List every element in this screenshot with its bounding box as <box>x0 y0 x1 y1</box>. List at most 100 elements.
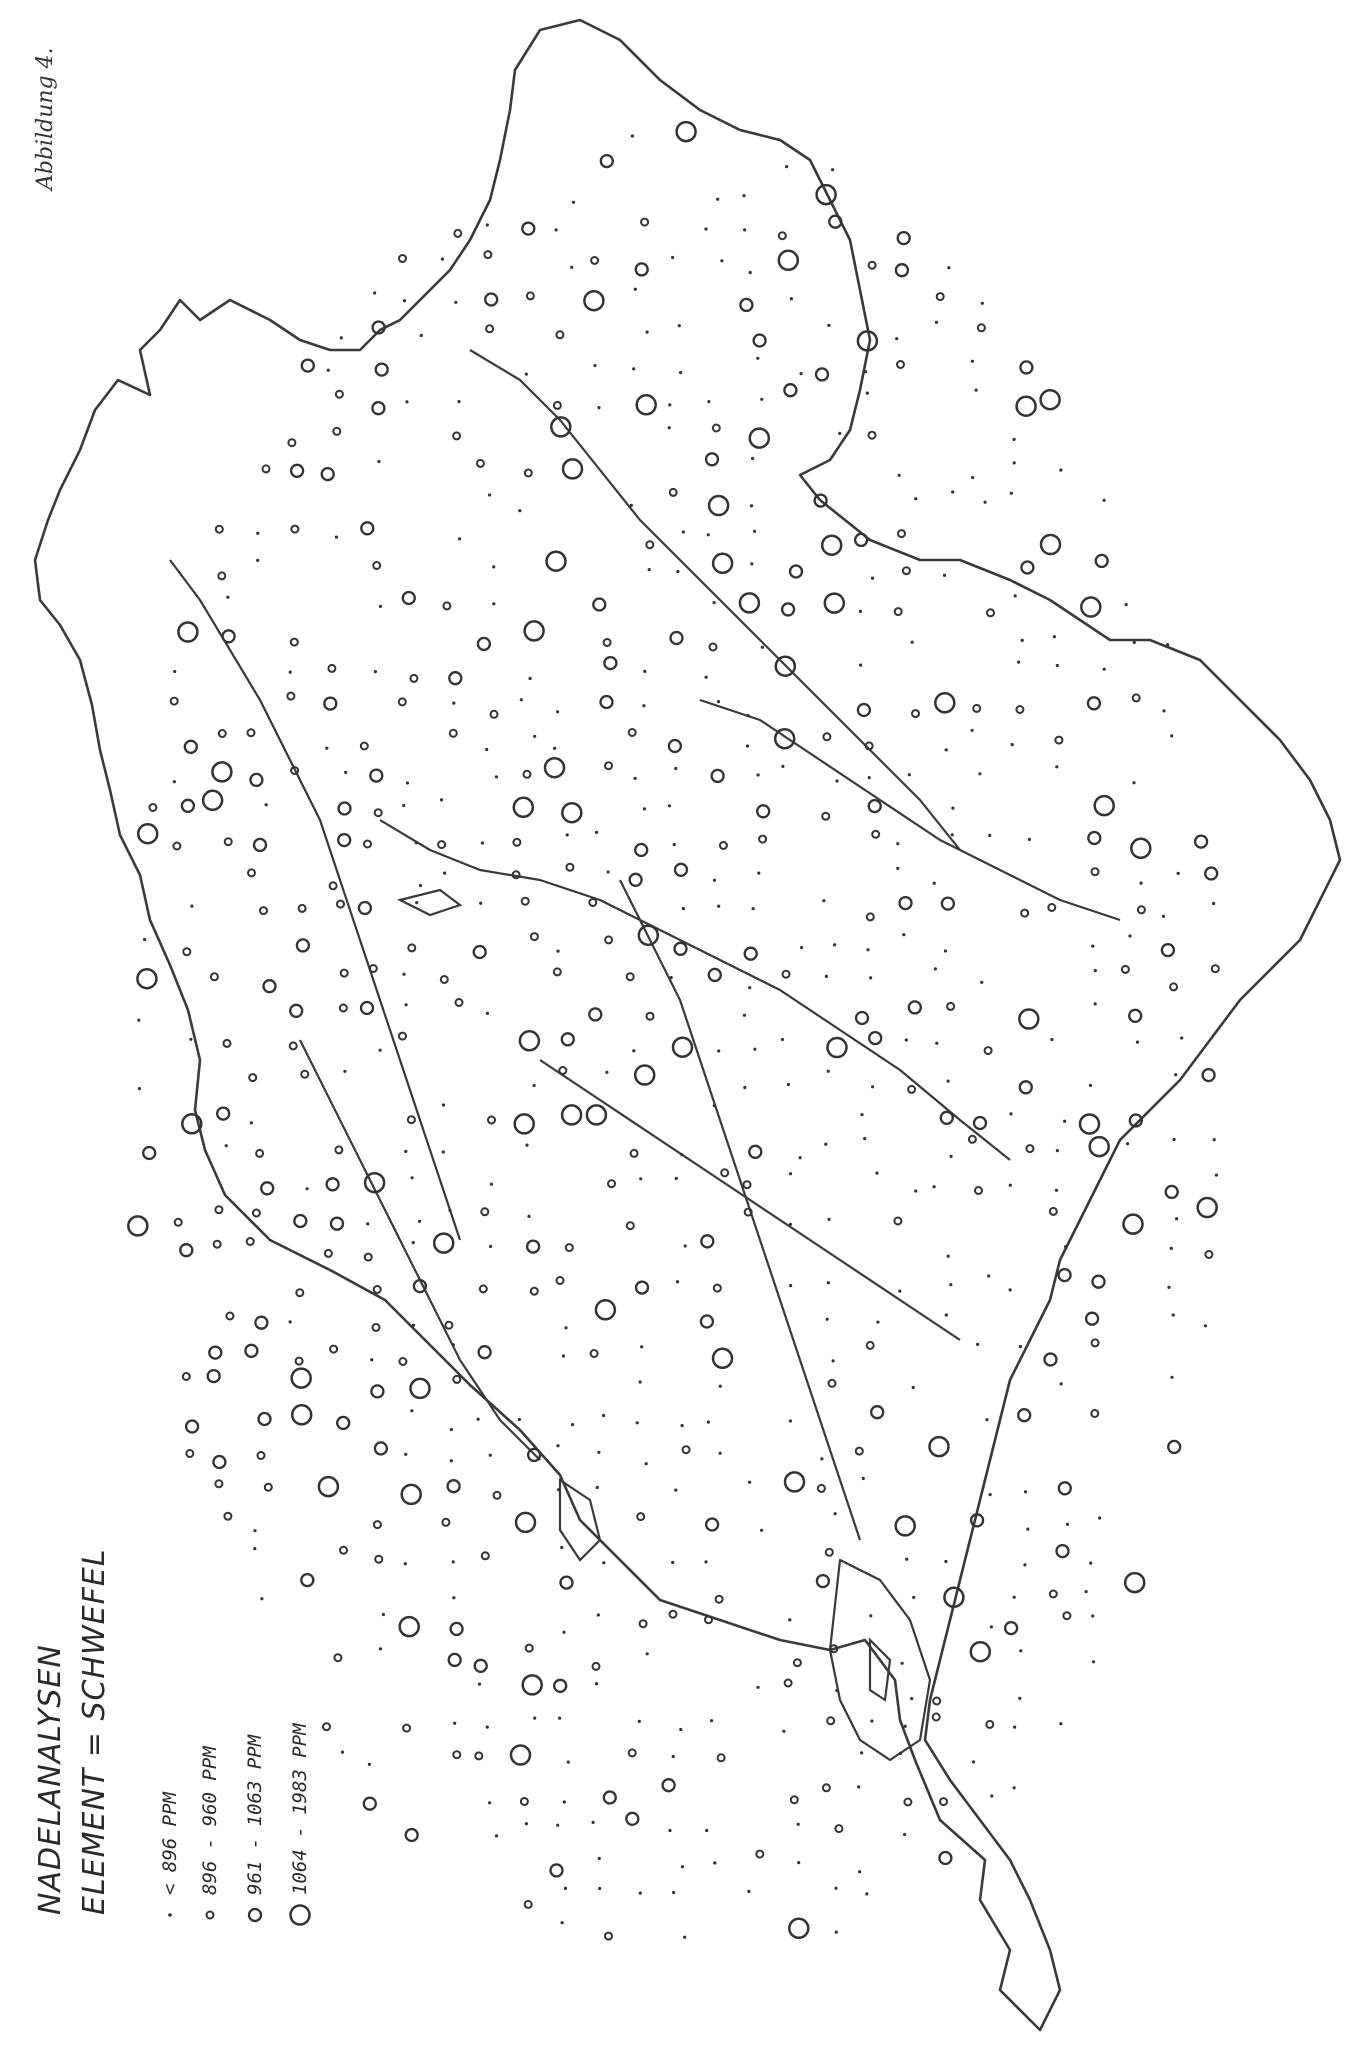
sample-large-circle <box>400 1483 422 1506</box>
sample-dot <box>820 1457 824 1461</box>
sample-small-circle <box>712 1283 722 1293</box>
sample-medium-circle <box>700 1234 715 1249</box>
sample-small-circle <box>822 732 832 742</box>
sample-dot <box>950 833 954 837</box>
sample-medium-circle <box>939 1110 954 1125</box>
sample-dot <box>1212 901 1216 906</box>
boundary-central <box>379 819 1011 1161</box>
sample-medium-circle <box>707 967 722 983</box>
sample-large-circle <box>1039 533 1062 556</box>
sample-small-circle <box>512 837 522 847</box>
sample-dot <box>834 1886 838 1890</box>
sample-dot <box>414 841 418 845</box>
sample-large-circle <box>290 1367 312 1389</box>
sample-small-circle <box>711 423 721 433</box>
sample-dot <box>562 1630 566 1634</box>
sample-large-circle <box>856 330 879 352</box>
sample-dot <box>488 1453 492 1457</box>
sample-small-circle <box>893 1216 903 1226</box>
sample-medium-circle <box>854 1010 870 1026</box>
sample-medium-circle <box>788 564 804 579</box>
sample-dot <box>404 1149 408 1153</box>
sample-small-circle <box>564 1243 574 1253</box>
sample-dot <box>533 734 537 738</box>
sample-dot <box>712 1104 716 1108</box>
sample-dot <box>782 1729 786 1733</box>
sample-small-circle <box>255 1148 265 1158</box>
lake-1 <box>396 888 463 917</box>
sample-dot <box>173 669 177 674</box>
legend-class-2: 896 - 960 PPM <box>199 1746 221 1920</box>
sample-dot <box>639 1177 643 1181</box>
sample-dot <box>532 1083 536 1088</box>
sample-dot <box>1023 1490 1028 1494</box>
sample-dot <box>566 1760 570 1764</box>
sample-small-circle <box>300 1069 310 1079</box>
sample-medium-circle <box>1204 866 1219 881</box>
sample-dot <box>489 1182 493 1186</box>
sample-medium-circle <box>853 532 869 548</box>
sample-dot <box>824 974 829 979</box>
sample-small-circle <box>519 1797 529 1806</box>
sample-small-circle <box>967 1134 977 1144</box>
sample-dot <box>989 1625 994 1629</box>
sample-large-circle <box>521 1674 543 1696</box>
sample-large-circle <box>1078 1113 1101 1135</box>
sample-small-circle <box>287 438 297 448</box>
sample-dot <box>674 766 678 771</box>
legend-class-4: 1064 - 1983 PPM <box>289 1723 311 1926</box>
sample-small-circle <box>783 1678 793 1688</box>
sample-medium-circle <box>1055 1543 1070 1559</box>
sample-small-circle <box>1062 1611 1072 1621</box>
sample-dot <box>988 833 992 838</box>
sample-dot <box>410 1409 414 1413</box>
sample-medium-circle <box>289 463 305 478</box>
sample-large-circle <box>826 1036 848 1059</box>
sample-small-circle <box>555 330 565 340</box>
sample-dot <box>642 704 646 708</box>
sample-dot <box>749 504 754 508</box>
sample-dot <box>630 134 635 138</box>
sample-small-circle <box>931 1712 941 1722</box>
sample-dot <box>756 356 760 360</box>
sample-large-circle <box>211 761 233 783</box>
sample-dot <box>518 509 522 513</box>
sample-dot <box>1012 461 1016 465</box>
sample-small-circle <box>625 972 635 982</box>
sample-small-circle <box>720 1168 730 1178</box>
sample-small-circle <box>901 566 911 576</box>
sample-small-circle <box>627 1748 637 1758</box>
sample-small-circle <box>214 524 224 534</box>
sample-dot <box>866 948 870 952</box>
sample-small-circle <box>290 766 300 775</box>
sample-large-circle <box>934 692 956 714</box>
sample-dot <box>789 1284 793 1288</box>
sample-dot <box>485 1725 489 1729</box>
sample-dot <box>417 1219 422 1223</box>
sample-dot <box>831 1359 835 1363</box>
sample-medium-circle <box>1128 1113 1143 1128</box>
sample-medium-circle <box>289 1003 304 1018</box>
sample-dot <box>756 1685 760 1689</box>
sample-small-circle <box>374 1554 384 1564</box>
map-outline <box>33 18 1342 2032</box>
sample-dot <box>560 1545 564 1550</box>
sample-medium-circle <box>1017 1408 1032 1423</box>
sample-dot <box>743 1085 747 1090</box>
sample-small-circle <box>525 291 535 301</box>
sample-dot <box>1063 1119 1067 1123</box>
sample-dot <box>667 804 672 808</box>
sample-small-circle <box>640 217 650 227</box>
sample-dot <box>900 1661 904 1665</box>
sample-medium-circle <box>446 1479 461 1494</box>
sample-dot <box>189 1037 193 1041</box>
sample-medium-circle <box>856 702 872 718</box>
sample-large-circle <box>201 789 224 812</box>
sample-dot <box>256 531 260 535</box>
sample-small-circle <box>371 1322 381 1332</box>
sample-medium-circle <box>896 230 911 246</box>
sample-small-circle <box>565 862 575 872</box>
sample-dot <box>683 1244 687 1248</box>
sample-medium-circle <box>634 1280 650 1295</box>
